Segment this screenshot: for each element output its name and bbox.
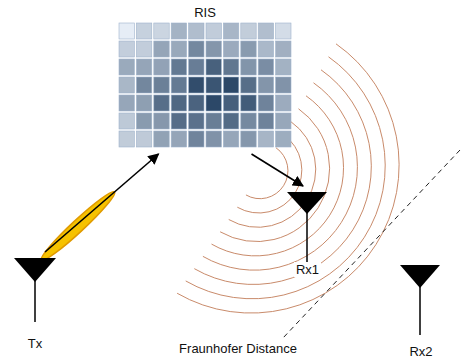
ris-element xyxy=(206,77,221,93)
ris-element xyxy=(206,23,221,39)
ris-element xyxy=(258,113,273,129)
ris-element xyxy=(171,113,186,129)
ris-element xyxy=(189,131,204,147)
ris-element xyxy=(276,77,291,93)
ris-element xyxy=(241,77,256,93)
ris-element xyxy=(189,41,204,57)
ris-grid xyxy=(119,23,291,147)
ris-element xyxy=(171,59,186,75)
ris-element xyxy=(136,95,151,111)
boundary-label: Fraunhofer Distance xyxy=(177,341,299,356)
ris-element xyxy=(136,59,151,75)
ris-element xyxy=(276,41,291,57)
ris-element xyxy=(119,95,134,111)
ris-element xyxy=(206,113,221,129)
antenna-node: Rx1 xyxy=(285,186,330,280)
wavefront-arc xyxy=(177,44,399,313)
ris-element xyxy=(189,59,204,75)
wavefront-arc xyxy=(194,70,371,285)
tx-antenna xyxy=(14,258,56,322)
node-label: Rx1 xyxy=(294,262,321,277)
wavefront-arc xyxy=(203,83,357,270)
ris-element xyxy=(119,41,134,57)
ris-element xyxy=(154,59,169,75)
ris-element xyxy=(136,41,151,57)
ris-element xyxy=(241,23,256,39)
ris-element xyxy=(241,59,256,75)
ris-element xyxy=(258,77,273,93)
antenna-node: Rx2 xyxy=(395,258,447,360)
ris-element xyxy=(276,113,291,129)
ris-element xyxy=(276,59,291,75)
ris-element xyxy=(276,95,291,111)
ris-element xyxy=(136,113,151,129)
ris-element xyxy=(119,113,134,129)
ris-element xyxy=(258,59,273,75)
ris-element xyxy=(119,59,134,75)
ris-element xyxy=(223,95,238,111)
ris-element xyxy=(119,131,134,147)
ris-panel: RIS xyxy=(112,2,298,154)
rx2-antenna xyxy=(400,265,440,335)
ris-element xyxy=(136,23,151,39)
ris-element xyxy=(136,131,151,147)
ris-element xyxy=(241,95,256,111)
ris-element xyxy=(206,41,221,57)
node-label: RIS xyxy=(192,5,218,20)
ris-element xyxy=(276,131,291,147)
wavefront-arc xyxy=(229,122,316,228)
ris-element xyxy=(154,95,169,111)
ris-element xyxy=(171,41,186,57)
ris-element xyxy=(276,23,291,39)
ris-element xyxy=(223,131,238,147)
ris-element xyxy=(171,23,186,39)
signal-arrow xyxy=(252,154,304,186)
rx1-antenna xyxy=(287,192,327,262)
ris-element xyxy=(171,131,186,147)
ris-element xyxy=(223,59,238,75)
ris-element xyxy=(258,41,273,57)
ris-element xyxy=(258,95,273,111)
ris-element xyxy=(241,113,256,129)
fraunhofer-boundary xyxy=(283,150,460,338)
ris-element xyxy=(119,77,134,93)
ris-element xyxy=(258,131,273,147)
ris-element xyxy=(119,23,134,39)
ris-element xyxy=(189,113,204,129)
ris-element xyxy=(171,77,186,93)
ris-element xyxy=(154,77,169,93)
ris-element xyxy=(206,131,221,147)
wavefront-arcs xyxy=(177,44,399,313)
antenna-node: Tx xyxy=(10,252,60,354)
signal-arrow xyxy=(45,154,159,252)
ris-element xyxy=(241,41,256,57)
ris-element xyxy=(223,23,238,39)
ris-element xyxy=(258,23,273,39)
ris-element xyxy=(189,23,204,39)
ris-element xyxy=(154,23,169,39)
ris-element xyxy=(189,77,204,93)
ris-element xyxy=(223,113,238,129)
ris-element xyxy=(206,95,221,111)
node-label: Tx xyxy=(26,336,44,351)
ris-element xyxy=(171,95,186,111)
ris-element xyxy=(154,113,169,129)
ris-element xyxy=(136,77,151,93)
ris-element xyxy=(154,41,169,57)
ris-element xyxy=(189,95,204,111)
wavefront-arc xyxy=(212,96,344,256)
ris-element xyxy=(154,131,169,147)
ris-element xyxy=(223,41,238,57)
ris-element xyxy=(206,59,221,75)
ris-element xyxy=(223,77,238,93)
wavefront-arc xyxy=(186,57,386,299)
ris-element xyxy=(241,131,256,147)
wavefront-arc xyxy=(220,109,330,242)
node-label: Rx2 xyxy=(407,344,434,359)
